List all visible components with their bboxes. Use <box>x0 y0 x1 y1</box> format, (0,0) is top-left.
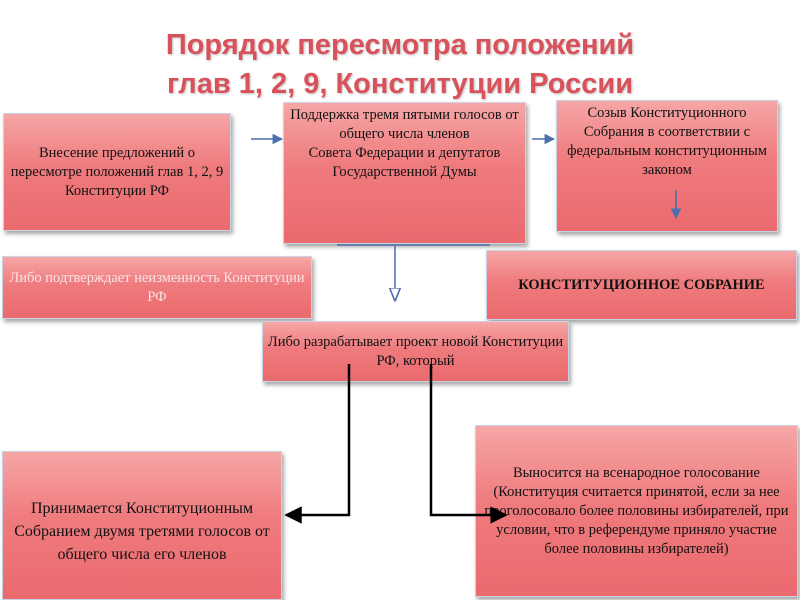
box-convene: Созыв Конституционного Собрания в соотве… <box>556 100 778 232</box>
box-adopted-text: Принимается Конституционным Собранием дв… <box>14 500 270 563</box>
box-proposal-text: Внесение предложений о пересмотре положе… <box>10 144 224 199</box>
box-proposal: Внесение предложений о пересмотре положе… <box>3 113 231 231</box>
box-referendum-text: Выносится на всенародное голосование (Ко… <box>484 464 789 557</box>
box-convene-text: Созыв Конституционного Собрания в соотве… <box>567 105 767 178</box>
box-referendum: Выносится на всенародное голосование (Ко… <box>475 425 798 597</box>
box-constitutional-assembly-text: КОНСТИТУЦИОННОЕ СОБРАНИЕ <box>518 276 765 293</box>
title-line-2: глав 1, 2, 9, Конституции России <box>166 68 634 100</box>
box-draft-text: Либо разрабатывает проект новой Конститу… <box>267 333 564 369</box>
arrow-draft-to-adopted <box>284 364 351 524</box>
box-adopted: Принимается Конституционным Собранием дв… <box>2 451 282 600</box>
box-draft: Либо разрабатывает проект новой Конститу… <box>262 321 569 382</box>
title-line-1: Порядок пересмотра положений <box>165 29 635 61</box>
box-constitutional-assembly: КОНСТИТУЦИОННОЕ СОБРАНИЕ <box>486 250 797 320</box>
box-confirm-text: Либо подтверждает неизменность Конституц… <box>9 269 305 305</box>
box-support: Поддержка тремя пятыми голосов от общего… <box>283 102 526 244</box>
box-confirm: Либо подтверждает неизменность Конституц… <box>2 256 312 319</box>
box-support-text: Поддержка тремя пятыми голосов от общего… <box>290 107 519 180</box>
page-title: Порядок пересмотра положений глав 1, 2, … <box>0 26 800 104</box>
